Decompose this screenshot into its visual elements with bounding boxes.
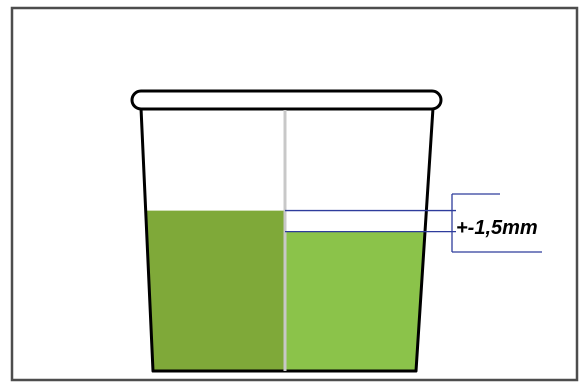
tolerance-label: +-1,5mm: [456, 217, 538, 239]
cup-rim: [130, 89, 443, 111]
left-liquid-fill: [145, 210, 285, 371]
tolerance-dimension: [285, 193, 542, 253]
right-liquid-fill: [285, 231, 426, 371]
